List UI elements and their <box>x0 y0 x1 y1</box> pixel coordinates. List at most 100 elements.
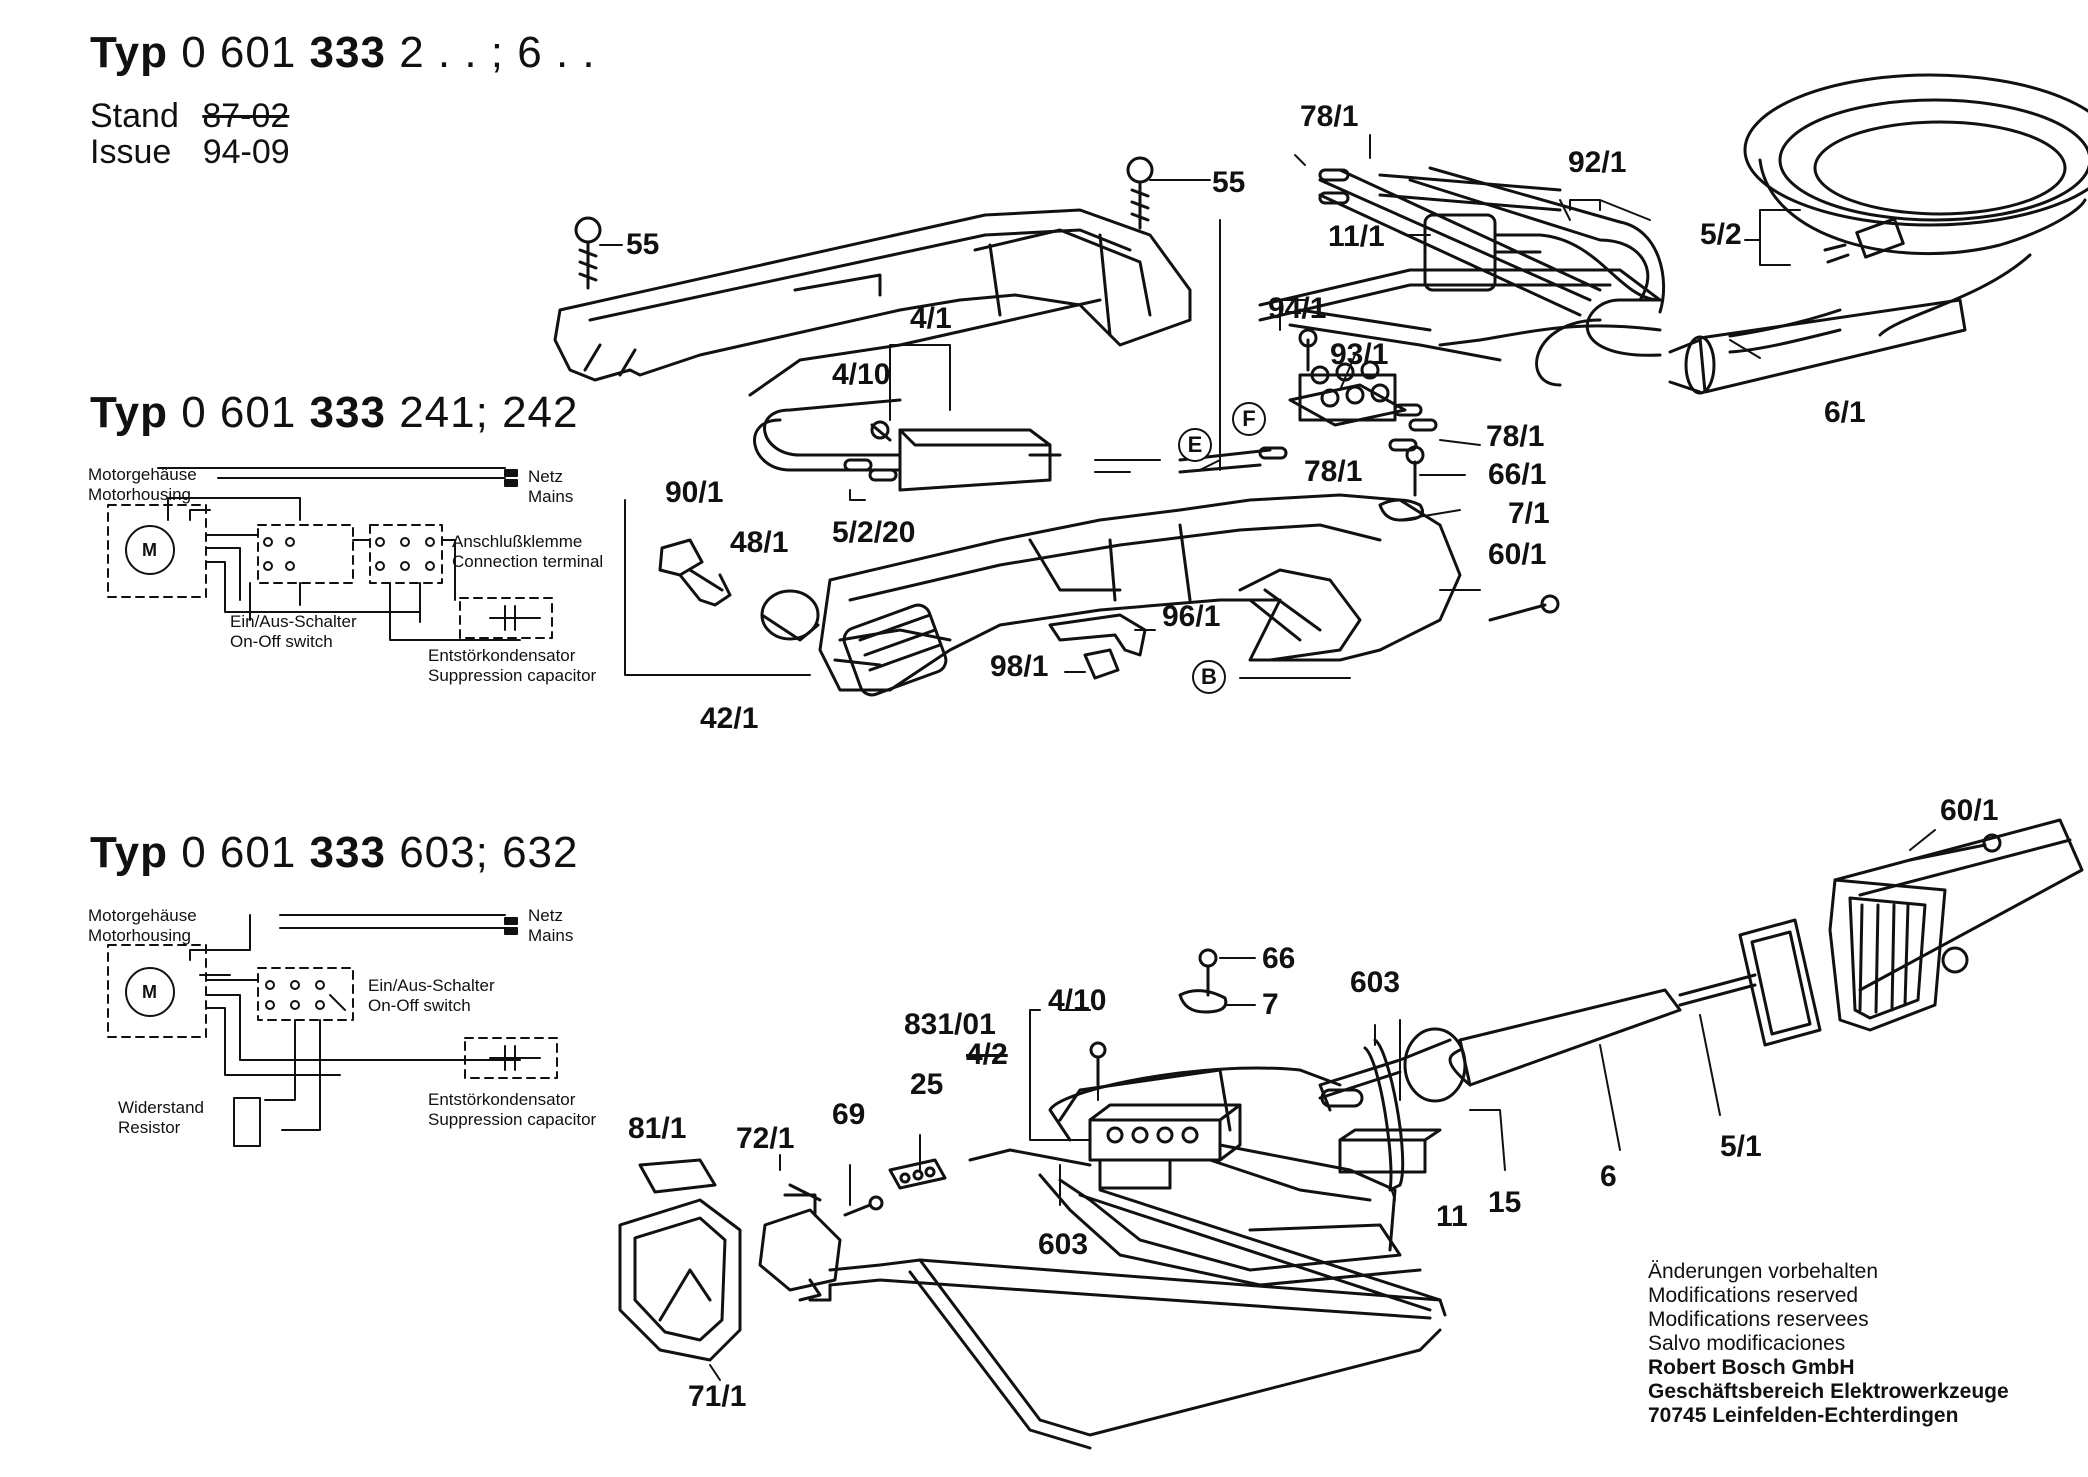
type-main: 333 <box>309 28 386 77</box>
w2-mains-de: Netz <box>528 906 563 925</box>
w1-switch-en: On-Off switch <box>230 632 333 651</box>
issue-row: Issue 94-09 <box>90 134 290 170</box>
part-label: 5/1 <box>1720 1130 1762 1163</box>
part-label: 96/1 <box>1162 600 1221 633</box>
part-label: 6/1 <box>1824 396 1866 429</box>
part-label: 55 <box>626 228 660 261</box>
footer-line-es: Salvo modificaciones <box>1648 1332 1846 1355</box>
part-label: 66/1 <box>1488 458 1547 491</box>
w2-housing-label: Motorgehäuse Motorhousing <box>88 906 197 946</box>
w2-switch-label: Ein/Aus-Schalter On-Off switch <box>368 976 495 1016</box>
wiring-diagram-2 <box>107 914 558 1147</box>
section-2-main: 333 <box>309 828 386 877</box>
w1-capacitor-de: Entstörkondensator <box>428 646 576 665</box>
bottom-exploded-view <box>618 818 2084 1450</box>
part-label: 831/01 <box>904 1008 996 1041</box>
w1-terminal-de: Anschlußklemme <box>452 532 583 551</box>
section-1-variants: 241; 242 <box>399 388 579 437</box>
section-heading-1: Typ 0 601 333 241; 242 <box>90 388 578 438</box>
part-label: 11/1 <box>1328 220 1385 253</box>
w2-capacitor-label: Entstörkondensator Suppression capacitor <box>428 1090 596 1130</box>
w2-housing-de: Motorgehäuse <box>88 906 197 925</box>
w2-motor-symbol: M <box>142 982 157 1002</box>
stand-row: Stand 87-02 <box>90 98 289 134</box>
type-prefix: 0 601 <box>181 28 297 77</box>
section-1-prefix: 0 601 <box>181 388 297 437</box>
section-heading-2: Typ 0 601 333 603; 632 <box>90 828 578 878</box>
part-label: 71/1 <box>688 1380 747 1413</box>
part-label: 15 <box>1488 1186 1522 1219</box>
footer-line-fr: Modifications reservees <box>1648 1308 1869 1331</box>
part-label: 7 <box>1262 988 1279 1021</box>
w1-terminal-label: Anschlußklemme Connection terminal <box>452 532 603 572</box>
w2-housing-en: Motorhousing <box>88 926 192 945</box>
stand-label: Stand <box>90 97 179 135</box>
main-type-heading: Typ 0 601 333 2 . . ; 6 . . <box>90 28 596 78</box>
part-label: 48/1 <box>730 526 789 559</box>
w1-housing-de: Motorgehäuse <box>88 465 197 484</box>
part-label: 78/1 <box>1486 420 1545 453</box>
marker-b: B <box>1192 660 1226 694</box>
marker-e: E <box>1178 428 1212 462</box>
stand-value: 87-02 <box>202 97 290 135</box>
w2-resistor-de: Widerstand <box>118 1098 204 1117</box>
w2-resistor-en: Resistor <box>118 1118 181 1137</box>
part-label: 60/1 <box>1940 794 1999 827</box>
part-label: 94/1 <box>1268 292 1327 325</box>
footer-division: Geschäftsbereich Elektrowerkzeuge <box>1648 1380 2009 1403</box>
marker-f: F <box>1232 402 1266 436</box>
part-label: 93/1 <box>1330 338 1389 371</box>
part-label: 603 <box>1038 1228 1089 1261</box>
part-label: 69 <box>832 1098 866 1131</box>
w1-motor-symbol: M <box>142 540 157 560</box>
footer-address: 70745 Leinfelden-Echterdingen <box>1648 1404 1959 1427</box>
w2-mains-en: Mains <box>528 926 574 945</box>
part-label: 55 <box>1212 166 1246 199</box>
w1-mains-label: Netz Mains <box>528 467 573 507</box>
part-label: 4/10 <box>1048 984 1107 1017</box>
part-label: 7/1 <box>1508 497 1550 530</box>
w1-switch-label: Ein/Aus-Schalter On-Off switch <box>230 612 357 652</box>
w2-mains-label: Netz Mains <box>528 906 573 946</box>
section-2-type-word: Typ <box>90 828 168 877</box>
wiring-diagram-1 <box>107 467 553 641</box>
part-label: 603 <box>1350 966 1401 999</box>
part-label: 92/1 <box>1568 146 1627 179</box>
w2-switch-de: Ein/Aus-Schalter <box>368 976 495 995</box>
w1-mains-de: Netz <box>528 467 563 486</box>
issue-value: 94-09 <box>202 133 290 171</box>
w1-mains-en: Mains <box>528 487 574 506</box>
part-label: 6 <box>1600 1160 1617 1193</box>
part-label: 78/1 <box>1300 100 1359 133</box>
type-variants: 2 . . ; 6 . . <box>399 28 596 77</box>
footer-notice: Änderungen vorbehalten Modifications res… <box>1648 1260 2009 1428</box>
part-label: 60/1 <box>1488 538 1547 571</box>
part-label: 81/1 <box>628 1112 687 1145</box>
part-label: 66 <box>1262 942 1296 975</box>
part-label: 4/1 <box>910 302 952 335</box>
w1-terminal-en: Connection terminal <box>452 552 604 571</box>
part-label: 78/1 <box>1304 455 1363 488</box>
w1-housing-label: Motorgehäuse Motorhousing <box>88 465 197 505</box>
part-label: 5/2/20 <box>832 516 916 549</box>
w1-switch-de: Ein/Aus-Schalter <box>230 612 357 631</box>
part-label: 25 <box>910 1068 944 1101</box>
type-word: Typ <box>90 28 168 77</box>
part-label: 11 <box>1436 1200 1468 1233</box>
issue-label: Issue <box>90 133 172 171</box>
footer-line-de: Änderungen vorbehalten <box>1648 1260 1879 1283</box>
part-label: 4/2 <box>966 1038 1008 1071</box>
part-label: 4/10 <box>832 358 891 391</box>
part-label: 90/1 <box>665 476 724 509</box>
w1-capacitor-label: Entstörkondensator Suppression capacitor <box>428 646 596 686</box>
footer-company: Robert Bosch GmbH <box>1648 1356 1855 1379</box>
w1-housing-en: Motorhousing <box>88 485 192 504</box>
part-label: 72/1 <box>736 1122 795 1155</box>
footer-line-en: Modifications reserved <box>1648 1284 1859 1307</box>
w2-capacitor-de: Entstörkondensator <box>428 1090 576 1109</box>
w1-capacitor-en: Suppression capacitor <box>428 666 597 685</box>
w2-switch-en: On-Off switch <box>368 996 471 1015</box>
part-label: 98/1 <box>990 650 1049 683</box>
